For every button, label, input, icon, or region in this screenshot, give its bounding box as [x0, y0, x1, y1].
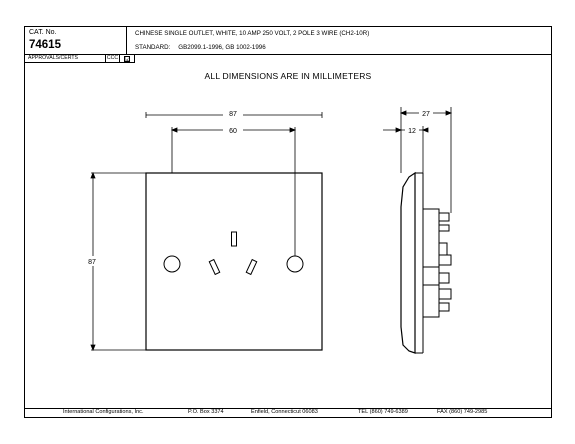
standard-value: GB2099.1-1996, GB 1002-1996 [178, 44, 266, 51]
technical-drawing: 87 60 87 [87, 107, 453, 354]
footer-bar: International Configurations, Inc. P.O. … [25, 408, 551, 417]
side-view [400, 171, 452, 354]
footer-company: International Configurations, Inc. [63, 409, 144, 415]
dim-front-width-pins [170, 125, 297, 256]
approvals-box: APPROVALS/CERTS CCC ☑ [25, 55, 135, 63]
faceplate-outline [145, 172, 323, 351]
footer-tel: TEL (860) 749-6389 [358, 409, 408, 415]
footer-fax: FAX (860) 749-2985 [437, 409, 488, 415]
right-angled-slot [245, 258, 258, 276]
standard-label: STANDARD: [135, 44, 171, 51]
drawing-sheet: CAT. No. 74615 CHINESE SINGLE OUTLET, WH… [24, 26, 552, 418]
dim-side-depth-overall [399, 107, 453, 213]
left-screw-hole [163, 255, 181, 273]
dim-side-depth-plate [383, 125, 429, 173]
catalog-label: CAT. No. [29, 29, 57, 36]
dim-label-27: 27 [422, 111, 430, 118]
front-view [145, 172, 323, 351]
checkbox-icon: ☑ [124, 55, 131, 63]
units-notice: ALL DIMENSIONS ARE IN MILLIMETERS [204, 71, 372, 81]
ccc-mark: CCC [105, 55, 120, 62]
earth-pin-slot [231, 231, 237, 247]
catalog-box: CAT. No. 74615 [25, 27, 127, 55]
footer-city: Enfield, Connecticut 06083 [251, 409, 318, 415]
footer-po-box: P.O. Box 3374 [188, 409, 224, 415]
standard-line: STANDARD: GB2099.1-1996, GB 1002-1996 [135, 44, 274, 51]
product-description: CHINESE SINGLE OUTLET, WHITE, 10 AMP 250… [135, 30, 370, 37]
dim-front-width-overall [145, 109, 323, 119]
dim-label-12: 12 [408, 128, 416, 135]
dim-front-height [87, 171, 146, 352]
dim-label-87-height: 87 [88, 259, 96, 266]
dim-label-87-width: 87 [229, 111, 237, 118]
catalog-number: 74615 [29, 39, 61, 51]
right-screw-hole [286, 255, 304, 273]
title-block: CAT. No. 74615 CHINESE SINGLE OUTLET, WH… [25, 27, 551, 55]
approvals-label: APPROVALS/CERTS [28, 55, 78, 61]
left-angled-slot [208, 258, 221, 276]
dim-label-60: 60 [229, 128, 237, 135]
